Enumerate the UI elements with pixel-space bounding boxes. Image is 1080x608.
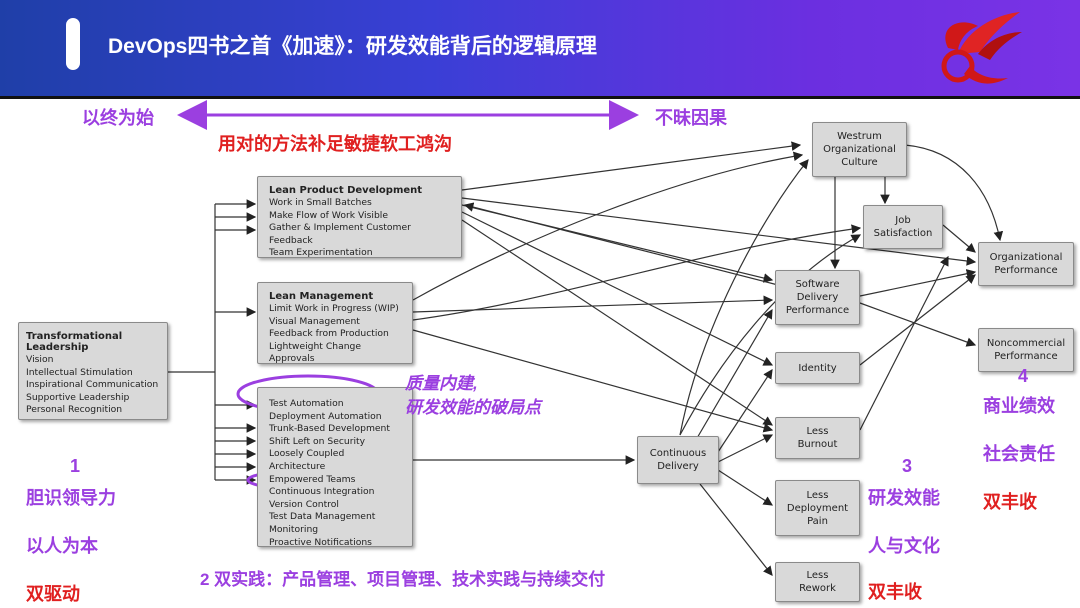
tech-item: Proactive Notifications [269, 536, 372, 548]
tech-item: Trunk-Based Development [269, 423, 390, 435]
tech-item: Monitoring [269, 523, 319, 535]
method-subtitle: 用对的方法补足敏捷软工鸿沟 [218, 134, 452, 154]
tech-item: Continuous Integration [269, 486, 375, 498]
dual-drive-annotation: 双驱动 [26, 584, 80, 604]
pain-line: Less [806, 489, 829, 501]
tech-item: Deployment Automation [269, 410, 382, 422]
tech-item: Test Data Management [269, 511, 376, 523]
westrum-line: Organizational [823, 144, 896, 155]
double-harvest-3-annotation: 双丰收 [868, 582, 922, 602]
lean-product-item: Team Experimentation [269, 247, 373, 259]
tech-item: Version Control [269, 498, 339, 510]
leadership-item: Intellectual Stimulation [26, 366, 133, 378]
pain-line: Deployment [786, 502, 849, 514]
lean-mgmt-item: Lightweight Change Approvals [269, 340, 362, 365]
tech-item: Test Automation [269, 398, 344, 409]
quality-breakthrough-label: 研发效能的破局点 [405, 398, 541, 417]
leadership-item: Supportive Leadership [26, 391, 130, 403]
begin-with-end-label: 以终为始 [82, 108, 154, 128]
leadership-title: Transformational Leadership [26, 331, 123, 353]
business-performance-annotation: 商业绩效 [983, 396, 1055, 416]
lean-management-box: Lean Management Limit Work in Progress (… [257, 282, 413, 364]
technical-practices-box: Test Automation Deployment Automation Tr… [257, 387, 413, 548]
lean-product-item: Gather & Implement Customer Feedback [269, 222, 411, 246]
dual-practice-annotation: 2 双实践：产品管理、项目管理、技术实践与持续交付 [200, 570, 606, 589]
orgperf-line: Organizational [989, 252, 1063, 263]
cause-effect-label: 不昧因果 [655, 108, 727, 128]
header-banner [0, 0, 1080, 96]
phoenix-logo-icon [941, 12, 1022, 84]
cd-line: Continuous [649, 448, 707, 459]
burnout-line: Burnout [797, 439, 838, 450]
double-harvest-4-annotation: 双丰收 [983, 492, 1037, 512]
lean-mgmt-item: Feedback from Production [269, 328, 389, 340]
lean-product-item: Work in Small Batches [269, 197, 372, 208]
job-line: Job [895, 215, 911, 226]
sdp-line: Software [795, 279, 840, 290]
header-accent-bar [66, 18, 80, 70]
identity-box: Identity [775, 352, 860, 384]
lean-mgmt-item: Limit Work in Progress (WIP) [269, 303, 399, 314]
tech-item: Shift Left on Security [269, 435, 366, 447]
lean-mgmt-item: Visual Management [269, 315, 360, 327]
sdp-line: Performance [785, 305, 850, 316]
page-title: DevOps四书之首《加速》：研发效能背后的逻辑原理 [108, 35, 597, 58]
rework-line: Rework [799, 583, 836, 594]
quality-built-in-label: 质量内建, [405, 374, 478, 393]
westrum-line: Westrum [837, 131, 882, 142]
leadership-annotation: 胆识领导力 [26, 488, 116, 508]
step-number-4: 4 [1018, 366, 1029, 386]
identity-line: Identity [798, 362, 837, 374]
people-culture-annotation: 人与文化 [868, 536, 940, 556]
pain-line: Pain [807, 515, 828, 527]
transformational-leadership-box: Transformational Leadership Vision Intel… [18, 322, 168, 420]
tech-item: Empowered Teams [269, 473, 356, 485]
lean-mgmt-title: Lean Management [269, 291, 374, 302]
header-divider [0, 96, 1080, 99]
step-number-3: 3 [902, 456, 913, 476]
noncom-line: Noncommercial [986, 338, 1066, 349]
noncom-line: Performance [994, 351, 1058, 362]
lean-product-title: Lean Product Development [269, 185, 423, 196]
leadership-item: Inspirational Communication [26, 379, 159, 391]
efficiency-annotation: 研发效能 [868, 488, 940, 508]
lean-product-item: Make Flow of Work Visible [269, 209, 388, 221]
tech-item: Loosely Coupled Architecture [269, 448, 345, 472]
lean-product-development-box: Lean Product Development Work in Small B… [257, 176, 462, 258]
westrum-line: Culture [841, 157, 878, 168]
burnout-line: Less [806, 426, 829, 437]
rework-line: Less [806, 570, 829, 581]
job-line: Satisfaction [873, 228, 933, 239]
step-number-1: 1 [70, 456, 81, 476]
orgperf-line: Performance [994, 265, 1058, 276]
cd-line: Delivery [657, 461, 699, 472]
sdp-line: Delivery [796, 292, 839, 303]
leadership-item: Personal Recognition [26, 404, 123, 416]
social-responsibility-annotation: 社会责任 [983, 444, 1055, 464]
people-first-annotation: 以人为本 [26, 536, 98, 556]
leadership-item: Vision [26, 354, 54, 365]
